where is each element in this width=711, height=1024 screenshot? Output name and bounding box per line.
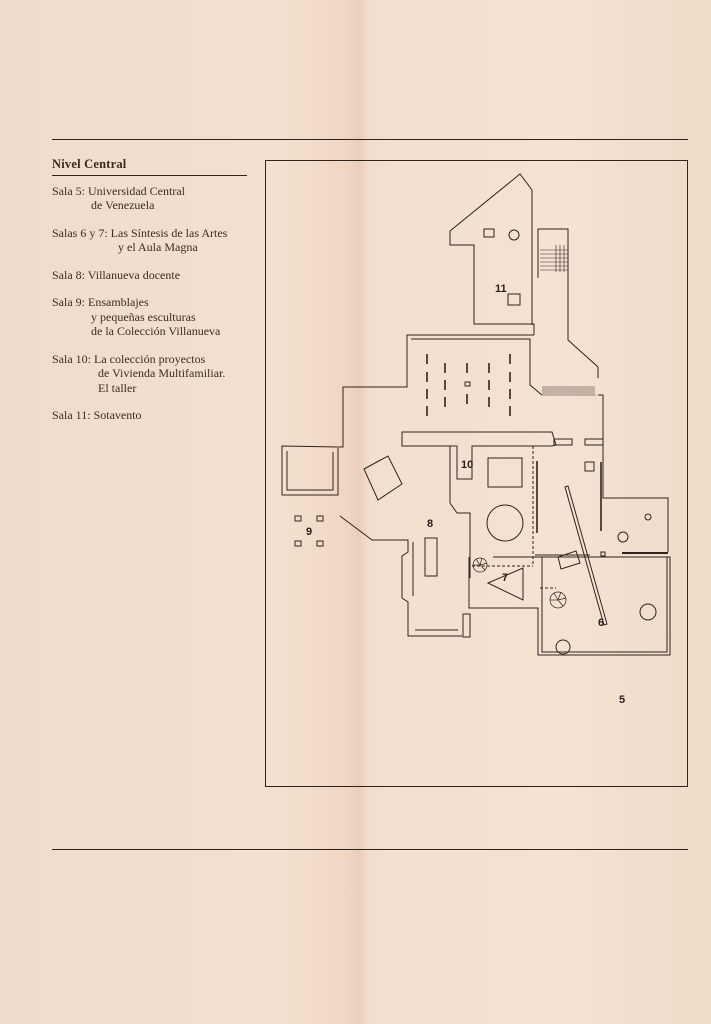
display-block [507, 293, 521, 306]
legend-entry-sala-5: Sala 5: Universidad Central de Venezuela [52, 184, 247, 213]
entry-text: Villanueva docente [87, 267, 181, 282]
triangle-sculpture [486, 567, 524, 601]
top-rule [52, 139, 688, 140]
floor-plan-frame [265, 160, 688, 787]
entry-text: La colección proyectos [94, 351, 206, 366]
entry-text: Sotavento [93, 408, 142, 422]
room-9-outline [281, 445, 339, 496]
bottom-rule [52, 849, 688, 850]
room-legend: Nivel Central Sala 5: Universidad Centra… [52, 157, 247, 436]
room-8-outline [339, 515, 462, 637]
room-10-inner-wall [411, 338, 543, 396]
entry-text: Las Síntesis de las Artes [110, 225, 228, 240]
display-panel [424, 537, 438, 577]
room-9-inner-wall [286, 451, 334, 491]
angled-display-case [363, 455, 403, 501]
room-number-8: 8 [427, 518, 433, 530]
display-block [557, 550, 581, 570]
display-block [294, 515, 302, 522]
entry-label: Sala 5: [52, 183, 85, 198]
room-number-9: 9 [306, 526, 312, 538]
wall-block [462, 613, 471, 638]
room-number-6: 6 [598, 617, 604, 629]
room-number-11: 11 [495, 283, 507, 295]
column-circle [508, 229, 520, 241]
wall-block [584, 438, 604, 446]
legend-entry-sala-9: Sala 9: Ensamblajes y pequeñas escultura… [52, 295, 247, 339]
entry-text: de Venezuela [91, 198, 155, 212]
room-5-inner-wall [541, 557, 668, 653]
entry-label: Salas 6 y 7: [52, 225, 108, 240]
column-circle [644, 513, 652, 521]
legend-entry-salas-6-7: Salas 6 y 7: Las Síntesis de las Artes y… [52, 226, 247, 255]
entry-text: de Vivienda Multifamiliar. [98, 366, 226, 380]
wall-block [553, 438, 573, 446]
legend-entry-sala-11: Sala 11: Sotavento [52, 408, 247, 423]
entry-label: Sala 10: [52, 351, 91, 366]
room-number-7: 7 [502, 572, 508, 584]
room-9-pedestals [294, 515, 324, 547]
entry-label: Sala 11: [52, 408, 91, 422]
display-block [487, 457, 523, 488]
diagonal-wall [564, 485, 608, 626]
stair-tower [537, 228, 599, 378]
sculpture-circle [555, 639, 571, 655]
entry-text: de la Colección Villanueva [91, 324, 221, 338]
column-circle [617, 531, 629, 543]
aula-magna-circle [486, 504, 524, 542]
display-block [483, 228, 495, 238]
entry-text: y pequeñas esculturas [91, 309, 196, 324]
entry-text: y el Aula Magna [118, 240, 198, 254]
display-block [464, 381, 471, 387]
entry-text: El taller [98, 380, 137, 395]
legend-title: Nivel Central [52, 157, 247, 176]
right-corridor-wall [598, 394, 669, 552]
display-block [584, 461, 595, 472]
entry-text: Ensamblajes [88, 295, 149, 309]
wall [414, 445, 471, 578]
entry-text: Universidad Central [88, 183, 185, 198]
stairs-icon [540, 245, 568, 272]
room-10-outline [338, 334, 534, 448]
room-number-10: 10 [461, 459, 473, 471]
room-10-display-panels [426, 354, 511, 416]
sculpture-circle [639, 603, 657, 621]
entry-label: Sala 9: [52, 295, 85, 309]
lower-room-outline [468, 556, 671, 656]
lower-stairs-icon [542, 386, 596, 396]
display-block [600, 551, 606, 557]
room-11-outline [449, 173, 535, 335]
spiral-stair-icon [472, 557, 488, 573]
spiral-stair-icon [549, 591, 567, 609]
legend-entry-sala-10: Sala 10: La colección proyectos de Vivie… [52, 352, 247, 396]
entry-label: Sala 8: [52, 267, 85, 282]
room-number-5: 5 [619, 694, 625, 706]
legend-entry-sala-8: Sala 8: Villanueva docente [52, 268, 247, 283]
